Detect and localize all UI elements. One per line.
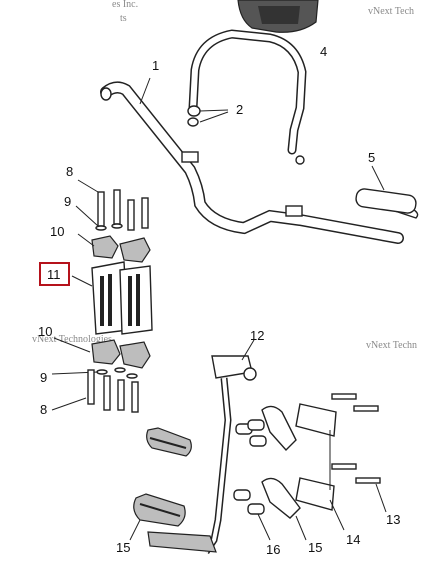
callout-9-upper: 9	[64, 194, 71, 209]
watermark-top-right: vNext Tech	[368, 6, 414, 17]
washers-lower-part-9	[51, 367, 138, 379]
callout-1: 1	[152, 58, 159, 73]
clamps-upper-part-10	[77, 233, 151, 263]
bolts-upper-part-8	[77, 179, 149, 231]
handlebar-part-1	[100, 77, 404, 244]
clamps-lower-part-10	[53, 337, 151, 369]
callout-16: 16	[266, 542, 280, 557]
callout-9-lower: 9	[40, 370, 47, 385]
callout-14: 14	[346, 532, 360, 547]
tube-part-5	[355, 165, 419, 219]
callout-13: 13	[386, 512, 400, 527]
callout-11: 11	[47, 267, 61, 282]
nuts-part-2	[187, 105, 229, 127]
leader-part-14	[329, 430, 345, 531]
loop-bar-part-4	[188, 29, 307, 165]
watermark-mid-right: vNext Techn	[366, 340, 417, 351]
callout-2: 2	[236, 102, 243, 117]
bracket-lower	[261, 477, 335, 541]
watermark-mid-left: vNext Technologies	[32, 334, 112, 345]
risers-part-11	[71, 261, 153, 335]
callout-8-lower: 8	[40, 402, 47, 417]
callout-15-left: 15	[116, 540, 130, 555]
callout-10-lower: 10	[38, 324, 52, 339]
bolts-part-13	[331, 393, 387, 513]
callout-5: 5	[368, 150, 375, 165]
watermark-top-left-sub: ts	[120, 13, 127, 24]
callout-15-right: 15	[308, 540, 322, 555]
top-cover-part	[237, 0, 319, 33]
clamp-block-lower-part-15	[129, 493, 186, 541]
washers-upper-part-9	[75, 205, 123, 231]
bolts-lower-part-8	[51, 369, 139, 413]
callout-8-upper: 8	[66, 164, 73, 179]
steering-post-part-12	[147, 339, 257, 554]
bushings-part-16	[233, 419, 271, 541]
highlight-box-11	[39, 262, 70, 286]
watermark-top-left: es Inc.	[112, 0, 138, 10]
clamp-block-upper-part-15	[146, 427, 192, 457]
callout-10-upper: 10	[50, 224, 64, 239]
bracket-upper	[261, 403, 337, 452]
callout-4: 4	[320, 44, 327, 59]
callout-12: 12	[250, 328, 264, 343]
